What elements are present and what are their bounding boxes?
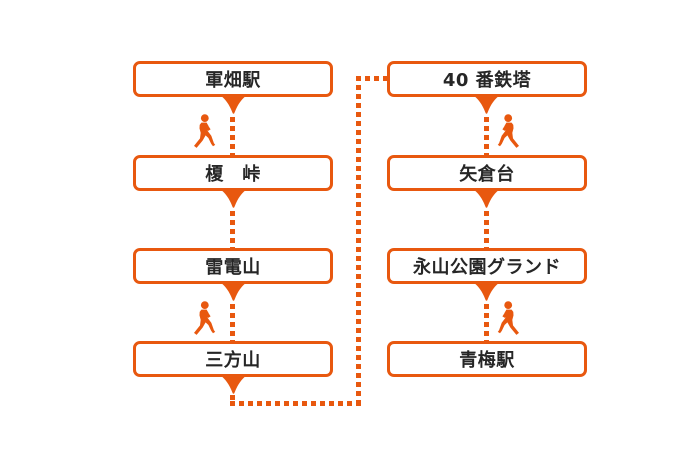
funnel-down-arrow-icon [473, 189, 500, 208]
dotted-connector [230, 117, 235, 155]
walking-person-icon [194, 301, 216, 335]
dotted-connector [356, 76, 387, 81]
node-nagayama-park-ground: 永山公園グランド [387, 248, 587, 284]
dotted-connector [484, 211, 489, 248]
node-tetto-40: 40 番鉄塔 [387, 61, 587, 97]
node-label: 雷電山 [205, 257, 261, 278]
node-enoki-toge: 榎 峠 [133, 155, 333, 191]
node-ikusabata-station: 軍畑駅 [133, 61, 333, 97]
node-ome-station: 青梅駅 [387, 341, 587, 377]
dotted-connector [230, 211, 235, 248]
funnel-down-arrow-icon [220, 95, 247, 114]
dotted-connector [230, 401, 361, 406]
node-yaguradai: 矢倉台 [387, 155, 587, 191]
funnel-down-arrow-icon [473, 282, 500, 301]
node-label: 榎 峠 [205, 164, 261, 185]
dotted-connector [230, 304, 235, 341]
node-sanpozan: 三方山 [133, 341, 333, 377]
node-label: 軍畑駅 [205, 70, 261, 91]
walking-person-icon [497, 301, 519, 335]
dotted-connector [484, 304, 489, 341]
node-label: 40 番鉄塔 [442, 70, 532, 91]
dotted-connector [484, 117, 489, 155]
dotted-connector [230, 395, 235, 404]
funnel-down-arrow-icon [473, 95, 500, 114]
dotted-connector [356, 76, 361, 406]
node-label: 三方山 [205, 350, 261, 371]
node-label: 永山公園グランド [413, 257, 561, 278]
walking-person-icon [194, 114, 216, 148]
node-raidenyama: 雷電山 [133, 248, 333, 284]
funnel-down-arrow-icon [220, 189, 247, 208]
node-label: 青梅駅 [459, 350, 515, 371]
node-label: 矢倉台 [459, 164, 515, 185]
walking-person-icon [497, 114, 519, 148]
funnel-down-arrow-icon [220, 375, 247, 394]
funnel-down-arrow-icon [220, 282, 247, 301]
